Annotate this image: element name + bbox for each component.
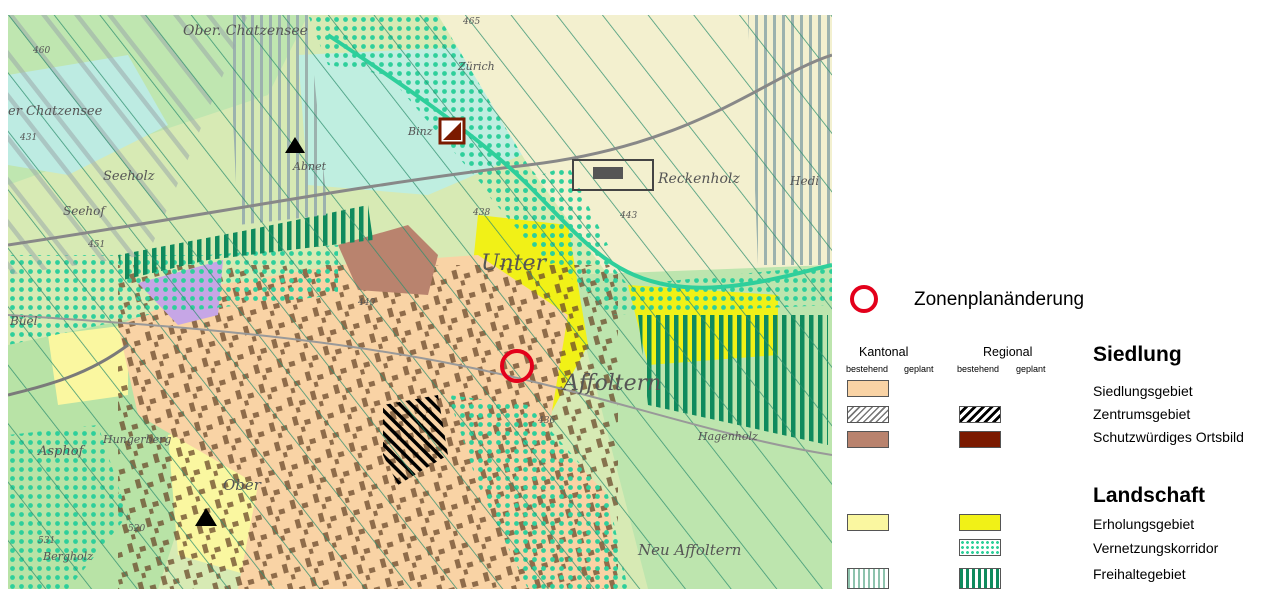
elev-449: 449 xyxy=(357,298,375,308)
road-line-1 xyxy=(8,314,832,456)
sub-regional-geplant: geplant xyxy=(1016,364,1046,374)
swatch-erholung-regional xyxy=(959,514,1001,531)
elev-520: 520 xyxy=(128,524,145,534)
label-obere: Ober xyxy=(223,476,262,494)
elev-431: 431 xyxy=(19,133,37,143)
map-legend: Zonenplanänderung Kantonal Regional best… xyxy=(835,0,1283,589)
sub-kantonal-bestehend: bestehend xyxy=(846,364,889,374)
sub-kantonal-geplant: geplant xyxy=(904,364,934,374)
swatch-ortsbild-kantonal xyxy=(847,431,889,448)
zoning-map[interactable]: Ober. Chatzensee er Chatzensee Seeholz S… xyxy=(8,15,832,589)
label-seeholz: Seeholz xyxy=(103,169,155,184)
label-zuerich: Zürich xyxy=(457,60,495,73)
swatch-vernetzung-regional xyxy=(959,539,1001,556)
category-siedlung: Siedlung xyxy=(1093,343,1182,366)
elev-460: 460 xyxy=(32,46,50,56)
category-landschaft: Landschaft xyxy=(1093,484,1206,507)
label-reckenholz: Reckenholz xyxy=(657,171,740,187)
label-abnet: Abnet xyxy=(292,160,327,173)
swatch-zentrum-kantonal xyxy=(847,406,889,423)
label-seehof: Seehof xyxy=(63,204,107,218)
diagonal-hatch-overlay xyxy=(8,15,832,589)
industrial-buildings xyxy=(572,159,654,191)
zone-change-label: Zonenplanänderung xyxy=(914,289,1085,310)
swatch-ortsbild-regional xyxy=(959,431,1001,448)
header-kantonal: Kantonal xyxy=(859,345,909,359)
triangle-marker-south xyxy=(195,508,217,526)
triangle-marker-north xyxy=(285,137,305,153)
swatch-zentrum-regional xyxy=(959,406,1001,423)
swatch-erholung-kantonal xyxy=(847,514,889,531)
item-vernetzungskorridor: Vernetzungskorridor xyxy=(1093,540,1219,556)
elev-451: 451 xyxy=(87,240,105,250)
label-oberchatzensee: Ober. Chatzensee xyxy=(183,23,308,39)
item-erholungsgebiet: Erholungsgebiet xyxy=(1093,516,1195,532)
swatch-siedlung-kantonal xyxy=(847,380,889,397)
elev-443: 443 xyxy=(619,211,637,221)
item-zentrumsgebiet: Zentrumsgebiet xyxy=(1093,406,1191,422)
item-siedlungsgebiet: Siedlungsgebiet xyxy=(1093,383,1193,399)
label-affoltern: Affoltern xyxy=(561,371,661,396)
label-unter: Unter xyxy=(481,251,548,276)
label-hagenholz: Hagenholz xyxy=(697,430,758,443)
header-regional: Regional xyxy=(983,345,1033,359)
label-binzhof: Binz xyxy=(407,125,433,138)
item-freihaltegebiet: Freihaltegebiet xyxy=(1093,566,1186,582)
railway-line xyxy=(8,53,832,247)
river-corridor-line xyxy=(326,33,832,290)
elev-436: 436 xyxy=(537,416,555,426)
label-buel: Büel xyxy=(9,314,38,328)
label-neu-affoltern: Neu Affoltern xyxy=(637,541,741,559)
border-line xyxy=(8,343,129,397)
elev-531: 531 xyxy=(38,536,55,546)
elev-438: 438 xyxy=(472,208,490,218)
label-hungerberg: Hungerberg xyxy=(102,433,171,446)
item-schutzwuerdiges-ortsbild: Schutzwürdiges Ortsbild xyxy=(1093,429,1244,445)
zone-change-marker xyxy=(500,349,534,383)
label-bergholz: Bergholz xyxy=(42,550,93,563)
swatch-freihalte-kantonal xyxy=(847,568,889,589)
swatch-freihalte-regional xyxy=(959,568,1001,589)
elev-465: 465 xyxy=(462,17,480,27)
label-rued: Hedi xyxy=(789,174,819,188)
sub-regional-bestehend: bestehend xyxy=(957,364,1000,374)
label-asphof: Asphof xyxy=(37,444,86,459)
zone-plan-square-marker xyxy=(438,117,466,145)
zone-change-legend-icon xyxy=(850,285,878,313)
label-chatzensee: er Chatzensee xyxy=(8,104,103,119)
